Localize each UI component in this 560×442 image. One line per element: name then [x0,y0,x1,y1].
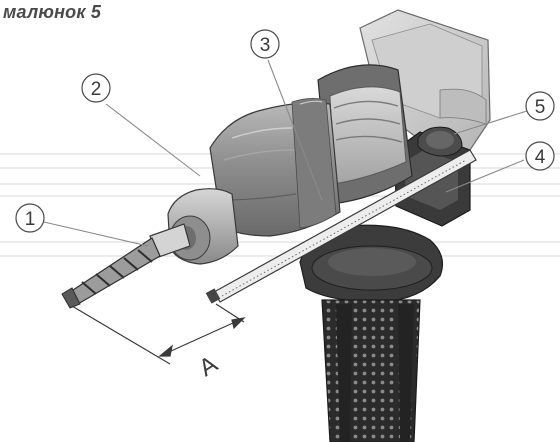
callout-3-number: 3 [260,35,271,56]
drill-bit [61,223,191,309]
callout-1-number: 1 [25,209,36,230]
callout-3: 3 [250,29,280,59]
auxiliary-handle [299,224,443,442]
figure-title: малюнок 5 [3,2,102,22]
callout-1: 1 [15,203,45,233]
callout-4: 4 [525,141,555,171]
chuck-rear-collar [317,64,413,205]
callout-4-number: 4 [535,147,546,168]
dimension-a-label: A [194,351,222,382]
depth-stop-rod [205,149,477,304]
callout-2: 2 [81,73,111,103]
callout-5-number: 5 [535,97,546,118]
chuck-body [209,98,341,237]
callout-leaders [43,59,531,247]
callout-2-number: 2 [91,79,102,100]
callout-5: 5 [525,91,555,121]
dimension-a-lines [71,303,246,365]
